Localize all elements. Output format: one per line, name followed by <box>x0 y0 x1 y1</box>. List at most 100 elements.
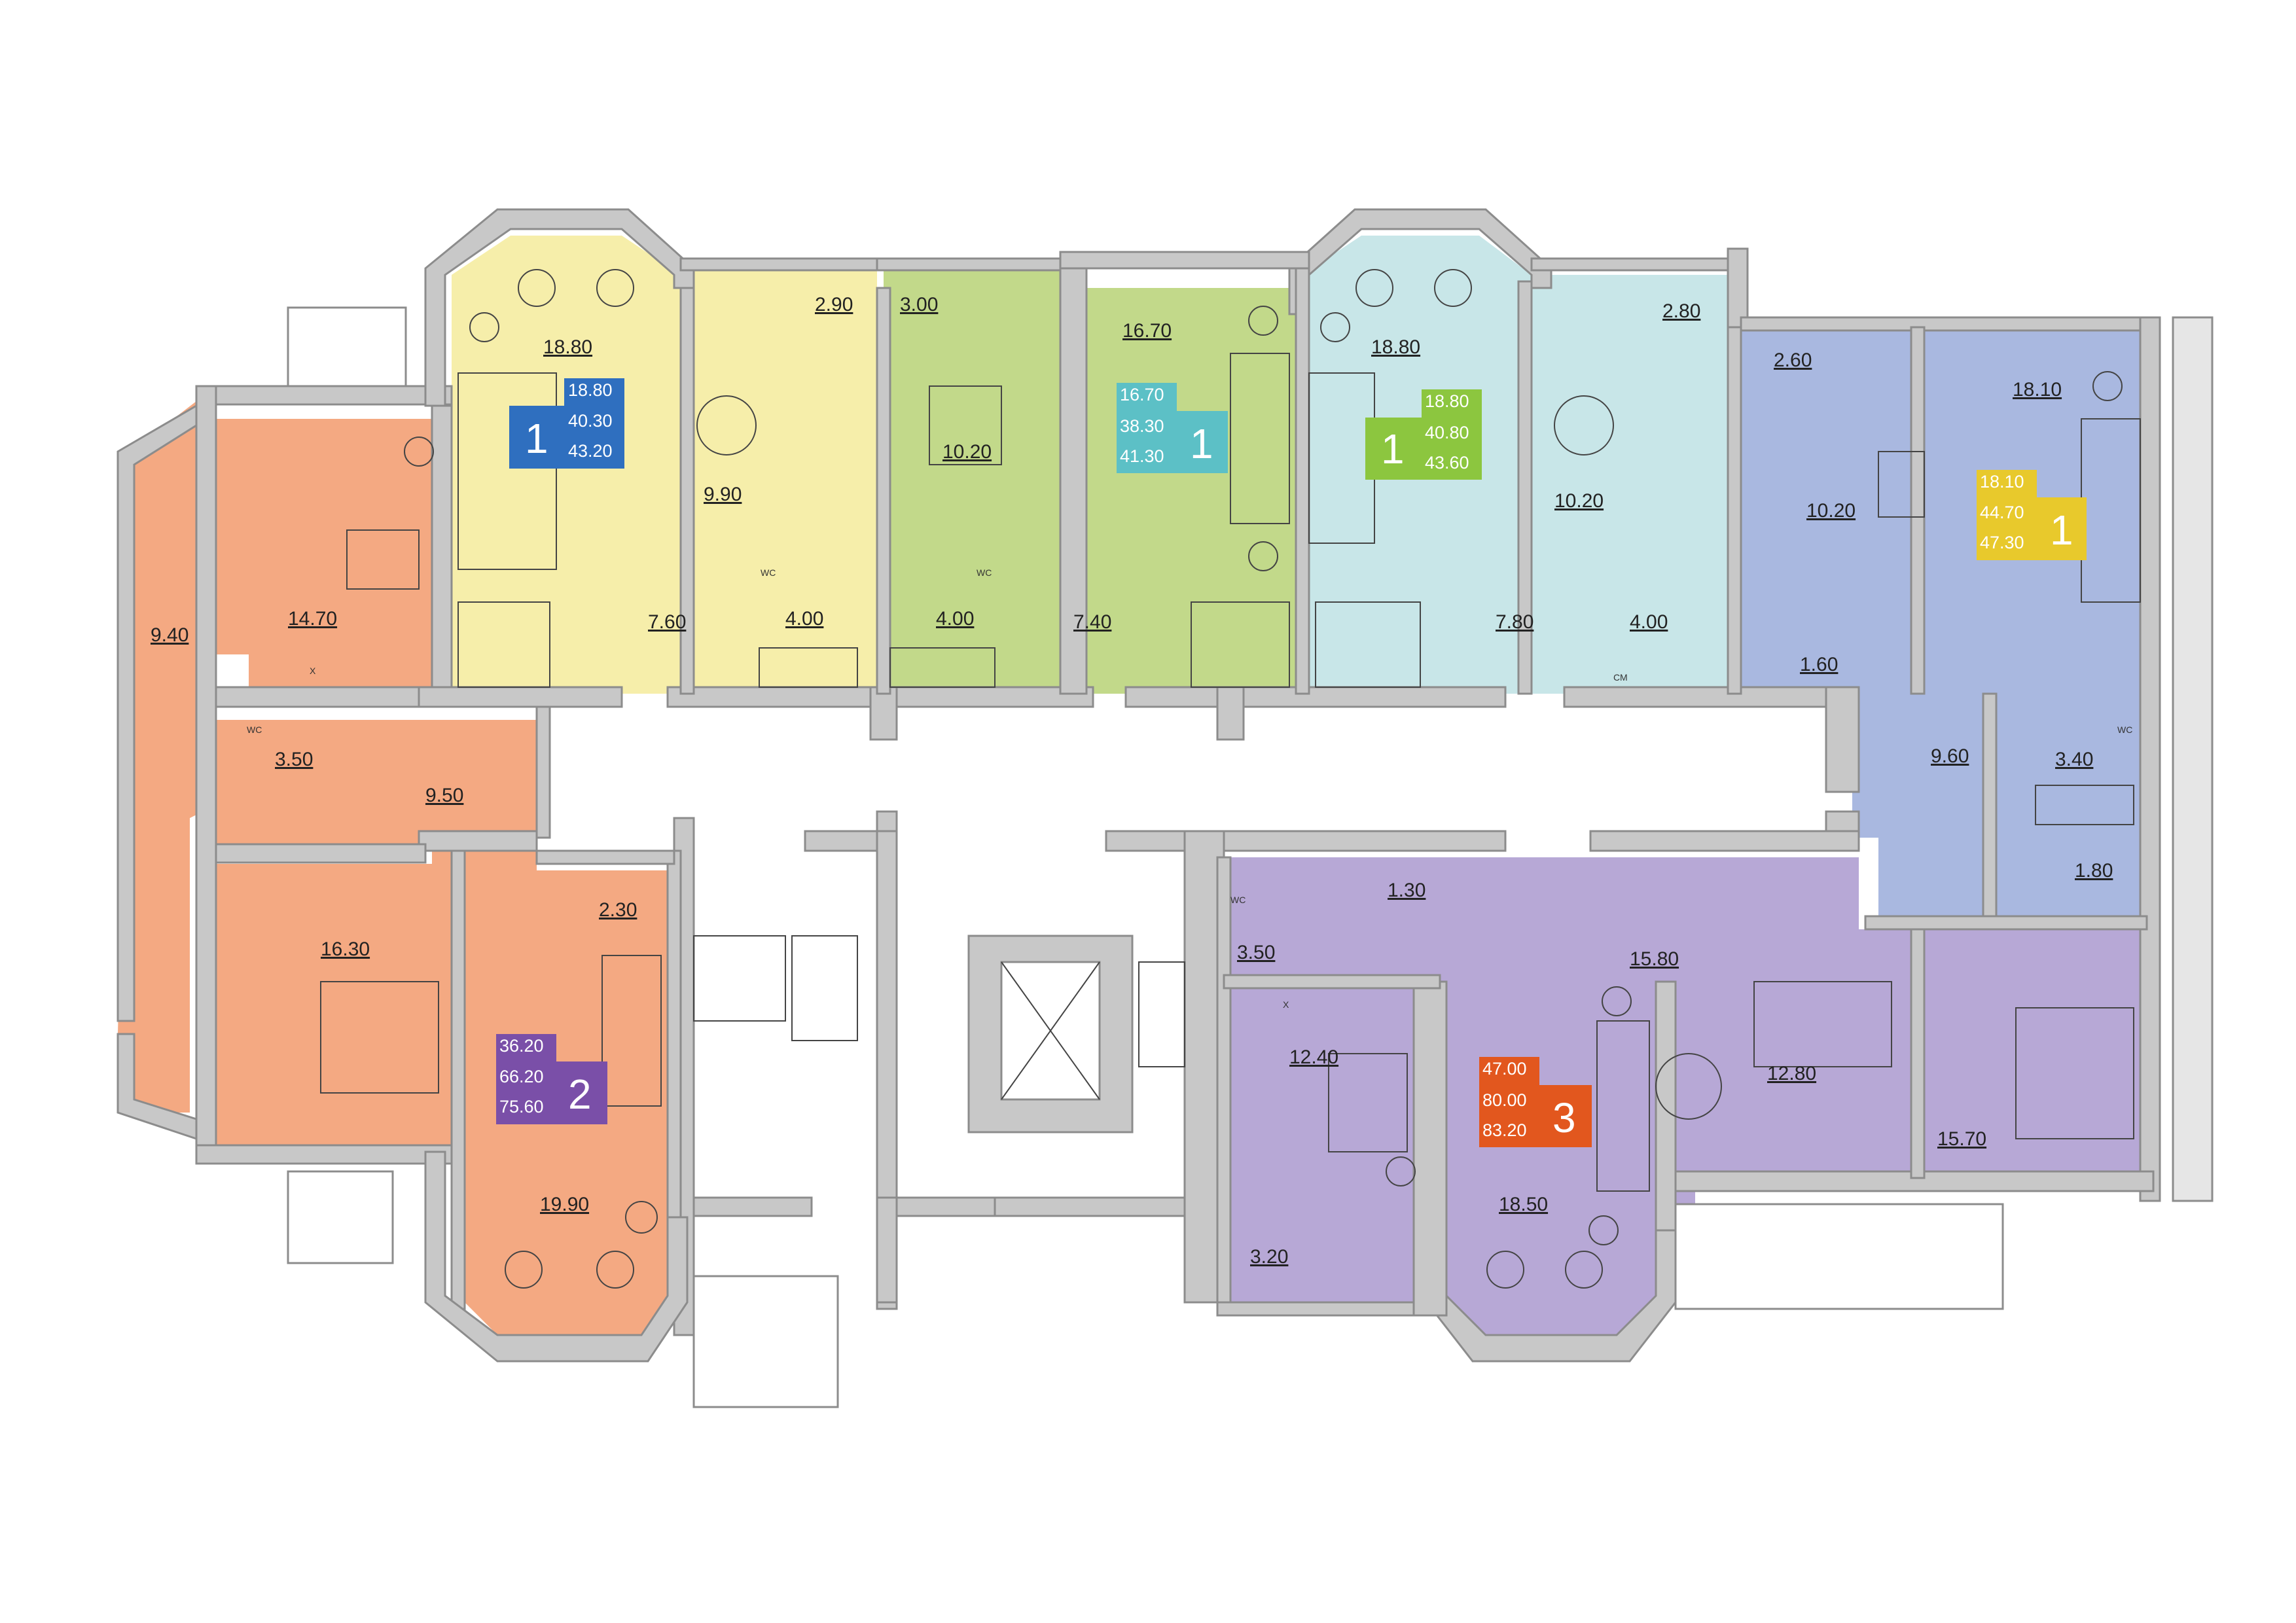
wall-segment <box>195 385 453 406</box>
area-label: 19.90 <box>540 1194 589 1215</box>
badge-living-area: 18.80 <box>568 380 613 400</box>
badge-living-area: 16.70 <box>1120 385 1164 404</box>
wardrobe-icon <box>457 601 550 688</box>
zone-apt-blue <box>1741 327 2147 923</box>
area-label: 7.40 <box>1073 611 1111 633</box>
wall-segment <box>692 1196 813 1217</box>
badge-room-count: 1 <box>2050 507 2073 554</box>
area-label: 18.80 <box>1371 336 1420 358</box>
fixture-labels: WC WC WC WC WC СМ X X <box>247 567 2132 1010</box>
wall-segment <box>195 1144 453 1165</box>
plant-icon <box>1248 306 1278 336</box>
wardrobe-icon <box>1191 601 1290 688</box>
wall-segment <box>1910 928 1926 1179</box>
badge-area-with-balcony: 43.60 <box>1425 453 1469 473</box>
wall-segment <box>195 385 217 1160</box>
area-label: 10.20 <box>1554 490 1604 512</box>
badge-rooms-box <box>556 1061 607 1124</box>
area-label: 9.90 <box>704 484 742 505</box>
badge-total-area: 44.70 <box>1980 503 2024 522</box>
balcony-railing <box>287 1170 394 1264</box>
badge-numbers-box <box>1422 389 1482 480</box>
plant-icon <box>469 312 499 342</box>
dining-table-icon <box>346 529 420 590</box>
badge-area-with-balcony: 41.30 <box>1120 446 1164 466</box>
plant-icon <box>1248 541 1278 571</box>
dining-table-icon <box>696 395 757 455</box>
wall-segment <box>679 257 885 272</box>
armchair-icon <box>518 269 556 307</box>
wall-segment <box>431 404 453 688</box>
wall-segment <box>1530 257 1729 272</box>
area-label: 14.70 <box>288 608 337 630</box>
zone-apt-left-orange-bed <box>216 864 452 1145</box>
area-label: 2.80 <box>1662 300 1700 322</box>
wall-segment <box>1864 915 2148 931</box>
badge-living-area: 18.80 <box>1425 391 1469 411</box>
armchair-icon <box>596 1251 634 1289</box>
badge-room-count: 3 <box>1552 1094 1576 1141</box>
room-area-labels: 9.40 14.70 3.50 9.50 16.30 2.30 19.90 18… <box>151 294 2113 1268</box>
wc-label: WC <box>1230 895 1246 905</box>
wall-segment <box>1216 856 1232 1317</box>
wall-segment <box>117 404 198 1022</box>
area-label: 4.00 <box>1630 611 1668 633</box>
bathtub-icon <box>759 647 858 688</box>
x-mark-label: X <box>1283 999 1289 1010</box>
wall-segment <box>1674 1203 2004 1310</box>
zone-apt-yellow-kitchen <box>681 268 877 694</box>
wc-label: WC <box>761 567 776 578</box>
zone-apt-violet-kitchen <box>1224 988 1414 1302</box>
apartment-badges: 18.80 40.30 43.20 1 16.70 38.30 41.30 1 … <box>496 378 2087 1147</box>
badge-room-count: 2 <box>568 1071 592 1118</box>
plant-icon <box>1386 1156 1416 1186</box>
wall-segment <box>1295 267 1310 695</box>
area-label: 10.20 <box>942 441 992 463</box>
plant-icon <box>1602 986 1632 1016</box>
zone-apt-yellow-balcony <box>707 268 874 330</box>
plant-icon <box>2092 371 2123 401</box>
area-label: 3.50 <box>275 749 313 770</box>
wall-segment <box>1655 980 1677 1232</box>
area-label: 9.50 <box>425 785 463 806</box>
badge-total-area: 38.30 <box>1120 416 1164 436</box>
area-label: 3.20 <box>1250 1246 1288 1268</box>
wall-segment <box>1910 326 1926 695</box>
badge-rooms-box <box>2037 497 2087 560</box>
round-table-icon <box>1655 1053 1722 1120</box>
wall-segment <box>2139 316 2161 1202</box>
armchair-icon <box>596 269 634 307</box>
badge-numbers-box <box>1479 1057 1539 1147</box>
area-label: 7.60 <box>648 611 686 633</box>
badge-numbers-box <box>564 378 624 469</box>
wall-segment <box>418 686 623 708</box>
badge-numbers-box <box>1977 470 2037 560</box>
wall-segment <box>1412 980 1448 1317</box>
badge-rooms-box <box>1539 1085 1592 1147</box>
wall-segment <box>869 686 898 741</box>
apartment-badge-blue: 18.10 44.70 47.30 1 <box>1977 470 2087 560</box>
wall-segment <box>804 830 885 852</box>
wall-segment <box>1727 326 1742 695</box>
bed-icon <box>1753 981 1892 1067</box>
area-label: 18.80 <box>543 336 592 358</box>
area-label: 15.80 <box>1630 948 1679 970</box>
armchair-icon <box>1434 269 1472 307</box>
area-label: 16.70 <box>1122 320 1172 342</box>
apartment-badge-violet: 47.00 80.00 83.20 3 <box>1479 1057 1592 1147</box>
dining-table-icon <box>929 385 1002 465</box>
wall-segment <box>2172 316 2214 1202</box>
balcony-railing <box>287 306 407 387</box>
badge-rooms-box <box>1177 411 1228 473</box>
zone-apt-cyan-kitchen <box>1532 275 1728 694</box>
wall-segment <box>450 849 466 1310</box>
wall-segment <box>666 686 872 708</box>
x-mark-label: X <box>310 666 316 676</box>
stair-flight-icon <box>693 935 786 1022</box>
zone-apt-green-room <box>1060 288 1302 694</box>
plant-icon <box>1320 312 1350 342</box>
dining-table-icon <box>1878 451 1925 518</box>
area-label: 1.30 <box>1388 880 1426 901</box>
bed-icon <box>2015 1007 2134 1139</box>
